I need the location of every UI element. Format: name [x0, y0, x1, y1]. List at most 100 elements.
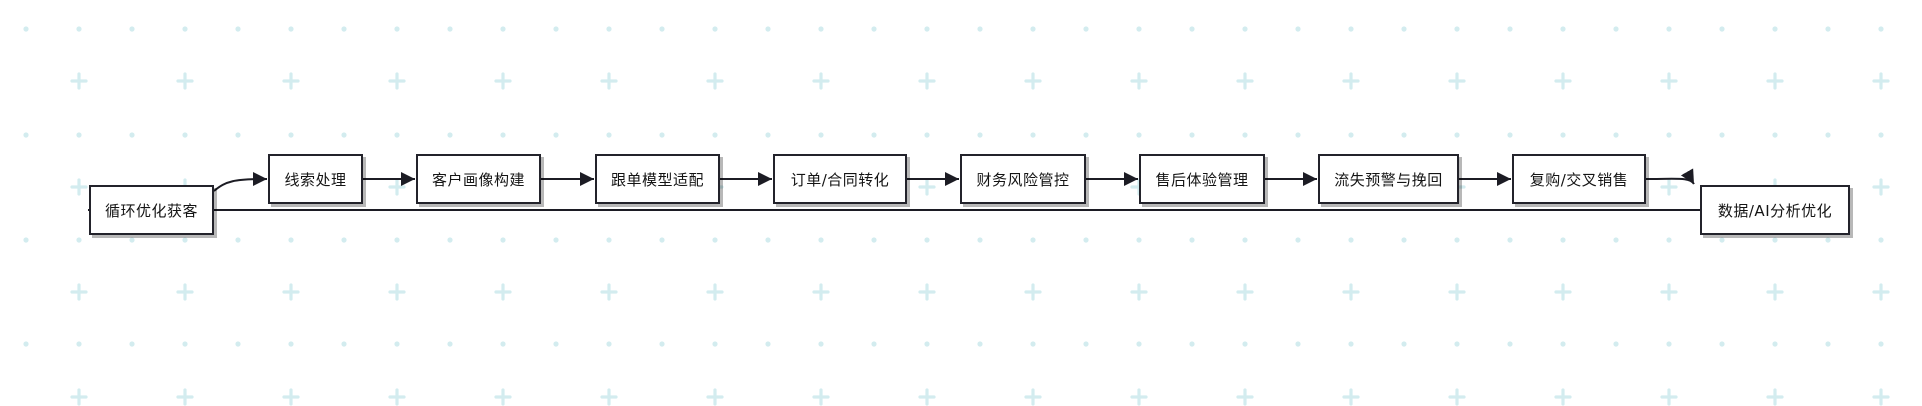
- bg-dot: [1030, 237, 1036, 243]
- node-label: 财务风险管控: [976, 170, 1070, 189]
- bg-dot: [1772, 132, 1778, 138]
- bg-plus: [1554, 283, 1572, 301]
- bg-plus: [1342, 283, 1360, 301]
- bg-dot: [288, 341, 294, 347]
- bg-dot: [1295, 26, 1301, 32]
- bg-dot: [1772, 26, 1778, 32]
- bg-plus: [1872, 283, 1890, 301]
- node-label: 跟单模型适配: [610, 170, 704, 189]
- bg-plus: [1766, 72, 1784, 90]
- bg-plus: [176, 388, 194, 406]
- bg-dot: [76, 26, 82, 32]
- bg-plus: [1130, 388, 1148, 406]
- bg-dot: [1030, 341, 1036, 347]
- bg-dot: [1507, 132, 1513, 138]
- node-repurchase-crosssell[interactable]: 复购/交叉销售: [1512, 154, 1646, 204]
- bg-dot: [1719, 26, 1725, 32]
- bg-dot: [341, 237, 347, 243]
- bg-plus: [1342, 388, 1360, 406]
- bg-dot: [1719, 132, 1725, 138]
- node-loop-optimize-acquisition[interactable]: 循环优化获客: [89, 185, 214, 235]
- bg-dot: [765, 237, 771, 243]
- bg-plus: [494, 283, 512, 301]
- bg-dot: [1666, 26, 1672, 32]
- bg-dot: [1295, 237, 1301, 243]
- bg-plus: [918, 283, 936, 301]
- node-label: 线索处理: [284, 170, 347, 189]
- bg-dot: [447, 132, 453, 138]
- node-lead-processing[interactable]: 线索处理: [268, 154, 363, 204]
- bg-dot: [553, 341, 559, 347]
- node-churn-warning[interactable]: 流失预警与挽回: [1318, 154, 1459, 204]
- bg-plus: [388, 388, 406, 406]
- node-label: 订单/合同转化: [790, 170, 890, 189]
- bg-plus: [1660, 72, 1678, 90]
- bg-plus: [1660, 178, 1678, 196]
- node-order-contract[interactable]: 订单/合同转化: [773, 154, 907, 204]
- bg-plus: [1766, 283, 1784, 301]
- bg-dot: [182, 341, 188, 347]
- bg-dot: [1772, 341, 1778, 347]
- bg-dot: [341, 341, 347, 347]
- bg-dot: [76, 341, 82, 347]
- node-tracking-model[interactable]: 跟单模型适配: [595, 154, 720, 204]
- bg-dot: [1295, 132, 1301, 138]
- bg-plus: [282, 283, 300, 301]
- bg-dot: [23, 237, 29, 243]
- bg-plus: [600, 283, 618, 301]
- bg-dot: [977, 132, 983, 138]
- bg-dot: [1348, 132, 1354, 138]
- bg-plus: [70, 283, 88, 301]
- bg-dot: [606, 26, 612, 32]
- bg-dot: [1401, 341, 1407, 347]
- bg-dot: [1825, 237, 1831, 243]
- bg-plus: [706, 283, 724, 301]
- bg-plus: [1448, 388, 1466, 406]
- bg-dot: [500, 26, 506, 32]
- node-data-ai-analysis[interactable]: 数据/AI分析优化: [1700, 185, 1850, 235]
- bg-dot: [765, 26, 771, 32]
- bg-dot: [23, 341, 29, 347]
- bg-plus: [918, 388, 936, 406]
- bg-dot: [712, 132, 718, 138]
- bg-plus: [1236, 283, 1254, 301]
- bg-dot: [1136, 132, 1142, 138]
- bg-plus: [388, 72, 406, 90]
- bg-plus: [706, 388, 724, 406]
- bg-dot: [235, 26, 241, 32]
- bg-plus: [70, 388, 88, 406]
- bg-plus: [1766, 388, 1784, 406]
- bg-dot: [288, 132, 294, 138]
- bg-dot: [129, 26, 135, 32]
- bg-dot: [1242, 237, 1248, 243]
- bg-dot: [76, 237, 82, 243]
- bg-dot: [1189, 341, 1195, 347]
- bg-dot: [394, 132, 400, 138]
- node-label: 客户画像构建: [431, 170, 525, 189]
- bg-dot: [1454, 26, 1460, 32]
- node-customer-profile[interactable]: 客户画像构建: [416, 154, 541, 204]
- bg-dot: [871, 132, 877, 138]
- bg-plus: [1448, 72, 1466, 90]
- bg-dot: [235, 341, 241, 347]
- bg-dot: [341, 26, 347, 32]
- bg-plus: [600, 388, 618, 406]
- bg-plus: [1660, 283, 1678, 301]
- bg-dot: [1613, 341, 1619, 347]
- bg-dot: [1507, 341, 1513, 347]
- node-finance-risk[interactable]: 财务风险管控: [960, 154, 1086, 204]
- bg-plus: [918, 178, 936, 196]
- bg-dot: [23, 26, 29, 32]
- bg-plus: [706, 72, 724, 90]
- bg-dot: [1878, 26, 1884, 32]
- bg-dot: [235, 132, 241, 138]
- bg-dot: [1454, 132, 1460, 138]
- bg-dot: [1083, 341, 1089, 347]
- node-after-sales[interactable]: 售后体验管理: [1139, 154, 1265, 204]
- bg-dot: [818, 26, 824, 32]
- bg-dot: [1083, 26, 1089, 32]
- bg-dot: [235, 237, 241, 243]
- bg-dot: [1242, 132, 1248, 138]
- bg-dot: [1878, 237, 1884, 243]
